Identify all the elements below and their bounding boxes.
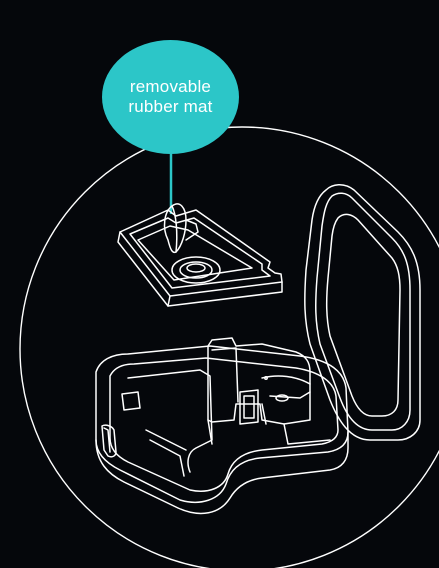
case-body-icon <box>96 338 348 513</box>
callout-line-2: rubber mat <box>128 97 212 117</box>
rubber-mat-icon <box>118 204 282 306</box>
case-lid-icon <box>305 185 420 440</box>
callout-badge: removable rubber mat <box>102 40 239 154</box>
callout-line-1: removable <box>130 77 211 97</box>
